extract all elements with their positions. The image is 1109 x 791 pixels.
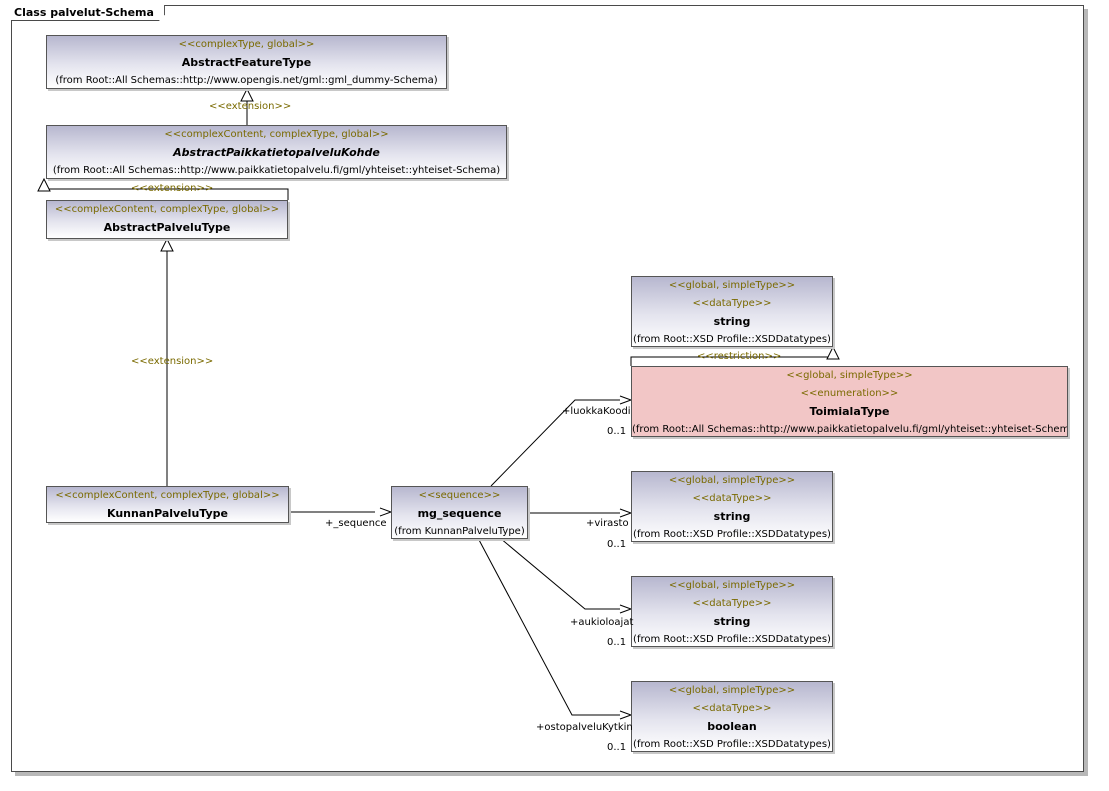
class-kunnan-palvelu-type[interactable]: <<complexContent, complexType, global>> … (46, 486, 289, 523)
class-origin: (from Root::XSD Profile::XSDDatatypes) (633, 739, 831, 750)
class-string-restriction-base[interactable]: <<global, simpleType>> <<dataType>> stri… (631, 276, 833, 347)
stereotype-label: <<complexContent, complexType, global>> (54, 204, 280, 215)
class-name: mg_sequence (417, 507, 502, 520)
class-name: string (713, 615, 751, 628)
multiplicity-virasto: 0..1 (607, 539, 627, 550)
role-label-virasto: +virasto (586, 518, 629, 529)
class-boolean[interactable]: <<global, simpleType>> <<dataType>> bool… (631, 681, 833, 752)
class-origin: (from Root::XSD Profile::XSDDatatypes) (633, 634, 831, 645)
class-name: ToimialaType (809, 405, 890, 418)
stereotype-label: <<global, simpleType>> (668, 280, 796, 291)
role-label-luokkakoodi: +luokkaKoodi (562, 406, 631, 417)
class-origin: (from Root::All Schemas::http://www.paik… (52, 165, 501, 176)
class-string-virasto[interactable]: <<global, simpleType>> <<dataType>> stri… (631, 471, 833, 542)
class-origin: (from Root::XSD Profile::XSDDatatypes) (633, 334, 831, 345)
class-toimiala-type[interactable]: <<global, simpleType>> <<enumeration>> T… (631, 366, 1068, 437)
role-label-ostopalvelu: +ostopalveluKytkin (536, 722, 633, 733)
stereotype-label: <<global, simpleType>> (668, 685, 796, 696)
class-name: string (713, 510, 751, 523)
generalization-arrow-paikkatieto (37, 177, 51, 192)
role-label-sequence: +_sequence (325, 518, 387, 529)
edge-aukioloajat (499, 537, 620, 610)
datatype-stereotype-label: <<dataType>> (692, 493, 772, 504)
arrowhead-ostopalvelu (619, 710, 633, 720)
class-name: boolean (707, 720, 757, 733)
datatype-stereotype-label: <<dataType>> (692, 598, 772, 609)
datatype-stereotype-label: <<dataType>> (692, 703, 772, 714)
class-name: AbstractPaikkatietopalveluKohde (173, 146, 380, 159)
stereotype-label: <<complexContent, complexType, global>> (164, 129, 389, 140)
stereotype-label: <<global, simpleType>> (668, 580, 796, 591)
class-abstract-paikkatietopalvelu-kohde[interactable]: <<complexContent, complexType, global>> … (46, 125, 507, 179)
multiplicity-ostopalvelu: 0..1 (607, 742, 627, 753)
stereotype-label: <<sequence>> (418, 490, 501, 501)
generalization-arrow-palvelu (160, 237, 174, 252)
multiplicity-luokkakoodi: 0..1 (607, 426, 627, 437)
class-name: KunnanPalveluType (107, 507, 228, 520)
class-origin: (from Root::XSD Profile::XSDDatatypes) (633, 529, 831, 540)
stereotype-label: <<global, simpleType>> (668, 475, 796, 486)
edge-ostopalvelu (477, 537, 620, 716)
extension-label-paikkatieto: <<extension>> (131, 183, 214, 194)
stereotype-label: <<complexContent, complexType, global>> (55, 490, 280, 501)
role-label-aukioloajat: +aukioloajat (570, 617, 634, 628)
class-name: AbstractFeatureType (181, 56, 312, 69)
generalization-arrow-restriction (826, 345, 840, 360)
arrowhead-sequence (379, 507, 393, 517)
stereotype-label: <<complexType, global>> (178, 39, 315, 50)
class-abstract-feature-type[interactable]: <<complexType, global>> AbstractFeatureT… (46, 35, 447, 89)
class-string-aukioloajat[interactable]: <<global, simpleType>> <<dataType>> stri… (631, 576, 833, 647)
restriction-label: <<restriction>> (697, 351, 782, 362)
class-origin: (from KunnanPalveluType) (394, 526, 525, 537)
class-name: string (713, 315, 751, 328)
extension-label-feature: <<extension>> (209, 101, 292, 112)
stereotype-label: <<global, simpleType>> (786, 370, 913, 381)
class-name: AbstractPalveluType (103, 221, 231, 234)
class-abstract-palvelu-type[interactable]: <<complexContent, complexType, global>> … (46, 200, 288, 239)
diagram-title: Class palvelut-Schema (11, 5, 165, 21)
extension-label-palvelu: <<extension>> (131, 356, 214, 367)
arrowhead-luokkakoodi (619, 395, 633, 405)
datatype-stereotype-label: <<dataType>> (692, 298, 772, 309)
class-origin: (from Root::All Schemas::http://www.paik… (632, 424, 1068, 435)
class-origin: (from Root::All Schemas::http://www.open… (55, 75, 438, 86)
edge-luokkakoodi (490, 399, 620, 487)
generalization-arrow-feature (240, 87, 254, 102)
multiplicity-aukioloajat: 0..1 (607, 637, 627, 648)
enumeration-stereotype-label: <<enumeration>> (800, 388, 899, 399)
arrowhead-aukioloajat (619, 604, 633, 614)
arrowhead-virasto (619, 508, 633, 518)
class-mg-sequence[interactable]: <<sequence>> mg_sequence (from KunnanPal… (391, 486, 528, 539)
